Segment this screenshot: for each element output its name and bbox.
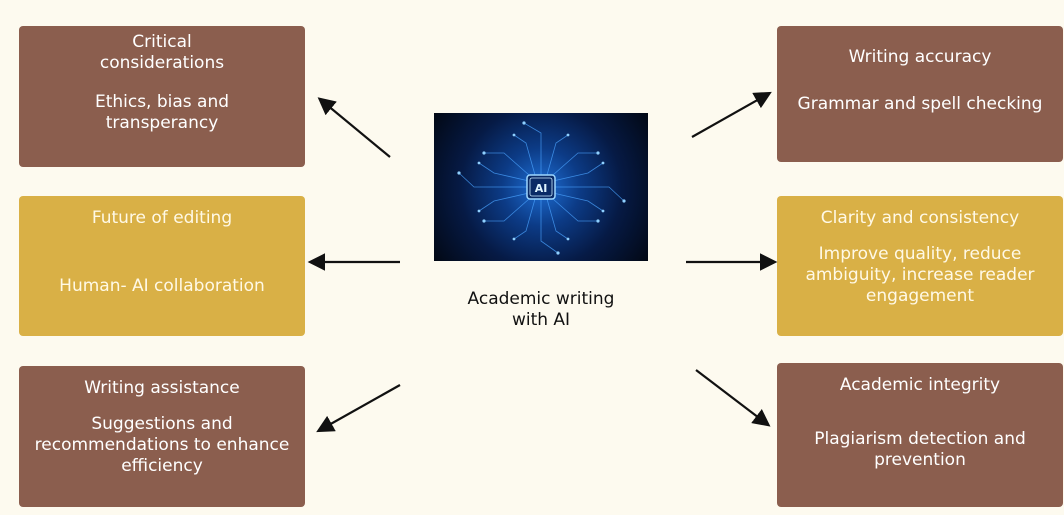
box-title: Writing accuracy [848, 47, 992, 67]
center-label: Academic writing with AI [467, 289, 615, 330]
box-writing-accuracy: Writing accuracy Grammar and spell check… [777, 26, 1063, 162]
box-title: Future of editing [91, 208, 233, 228]
box-title: Critical considerations [99, 32, 225, 73]
chip-label: AI [535, 182, 548, 195]
box-clarity-and-consistency: Clarity and consistency Improve quality,… [777, 196, 1063, 336]
arrow-to-assistance [316, 384, 401, 433]
box-subtitle: Plagiarism detection and prevention [814, 429, 1026, 470]
box-title: Clarity and consistency [820, 208, 1020, 228]
box-subtitle: Human- AI collaboration [59, 276, 265, 296]
box-title: Academic integrity [839, 375, 1001, 395]
arrow-to-critical [317, 97, 391, 158]
box-subtitle: Ethics, bias and transperancy [94, 92, 230, 133]
ai-circuit-image: AI [434, 113, 648, 261]
box-future-of-editing: Future of editing Human- AI collaboratio… [19, 196, 305, 336]
arrow-to-accuracy [691, 91, 772, 138]
box-academic-integrity: Academic integrity Plagiarism detection … [777, 363, 1063, 507]
circuit-pattern: AI [457, 121, 626, 255]
box-writing-assistance: Writing assistance Suggestions and recom… [19, 366, 305, 507]
box-title: Writing assistance [84, 378, 240, 398]
box-subtitle: Improve quality, reduce ambiguity, incre… [805, 244, 1035, 306]
arrow-to-integrity [695, 369, 771, 427]
box-critical-considerations: Critical considerations Ethics, bias and… [19, 26, 305, 167]
box-subtitle: Grammar and spell checking [797, 94, 1043, 114]
box-subtitle: Suggestions and recommendations to enhan… [34, 414, 290, 476]
